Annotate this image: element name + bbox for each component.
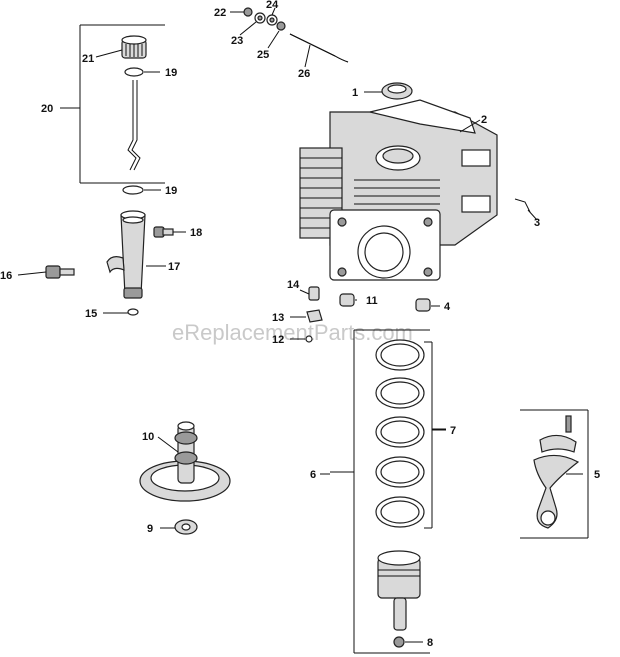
callout-18: 18 [190,227,202,239]
callout-22: 22 [214,7,226,19]
washer-12[interactable] [305,335,313,343]
camshaft[interactable] [139,421,231,502]
fitting-13[interactable] [306,309,323,323]
dipstick-group-bracket [60,24,165,184]
dipstick-o-ring-upper[interactable] [124,67,144,77]
callout-11: 11 [366,295,378,307]
nut-24[interactable] [266,14,278,26]
fitting-14[interactable] [308,286,320,301]
camshaft-washer[interactable] [174,519,198,535]
callout-12: 12 [272,334,284,346]
callout-13: 13 [272,312,284,324]
callout-3: 3 [534,217,540,229]
callout-19-lower: 19 [165,185,177,197]
plug-4[interactable] [415,298,431,312]
washer-25[interactable] [276,21,286,31]
dipstick-rod[interactable] [127,80,141,171]
callout-20: 20 [41,103,53,115]
piston[interactable] [377,550,421,599]
dipstick-tube-o-ring[interactable] [127,308,139,316]
callout-26: 26 [298,68,310,80]
callout-21: 21 [82,53,94,65]
dipstick-cap[interactable] [121,35,147,59]
connecting-rod[interactable] [533,415,580,529]
dipstick-tube[interactable] [106,210,146,299]
breather-tube-26[interactable] [289,33,349,63]
callout-6: 6 [310,469,316,481]
watermark-text: eReplacementParts.com [172,320,413,345]
piston-ring-3[interactable] [375,416,425,448]
small-screw-22[interactable] [243,7,253,17]
tube-mounting-screw[interactable] [153,226,174,238]
callout-25: 25 [257,49,269,61]
piston-ring-1[interactable] [375,339,425,371]
callout-10: 10 [142,431,154,443]
leader-lines [17,7,583,643]
crankcase-assembly[interactable] [299,99,498,281]
ring-set-bracket [424,341,446,529]
callout-23: 23 [231,35,243,47]
callout-14: 14 [287,279,300,291]
callout-labels: 1 2 3 4 5 6 7 8 9 10 11 12 13 14 15 16 1… [0,0,600,649]
callout-24: 24 [266,0,279,11]
pin-retainer[interactable] [393,636,405,648]
callout-1: 1 [352,87,358,99]
hex-flange-screw[interactable] [45,265,75,279]
callout-4: 4 [444,301,451,313]
callout-9: 9 [147,523,153,535]
lock-washer-23[interactable] [254,12,266,24]
callout-7: 7 [450,425,456,437]
callout-15: 15 [85,308,97,320]
callout-19-upper: 19 [165,67,177,79]
piston-ring-2[interactable] [375,377,425,409]
callout-2: 2 [481,114,487,126]
piston-group-bracket [330,329,430,654]
conn-rod-bracket [520,409,589,539]
callout-16: 16 [0,270,12,282]
oil-seal[interactable] [381,82,413,100]
dowel-pin-3[interactable] [514,198,531,213]
plug-11[interactable] [339,293,355,307]
callout-17: 17 [168,261,180,273]
piston-ring-4[interactable] [375,456,425,488]
callout-5: 5 [594,469,600,481]
piston-ring-5[interactable] [375,496,425,528]
dipstick-o-ring-lower[interactable] [122,185,144,195]
callout-8: 8 [427,637,433,649]
piston-pin[interactable] [393,597,407,631]
